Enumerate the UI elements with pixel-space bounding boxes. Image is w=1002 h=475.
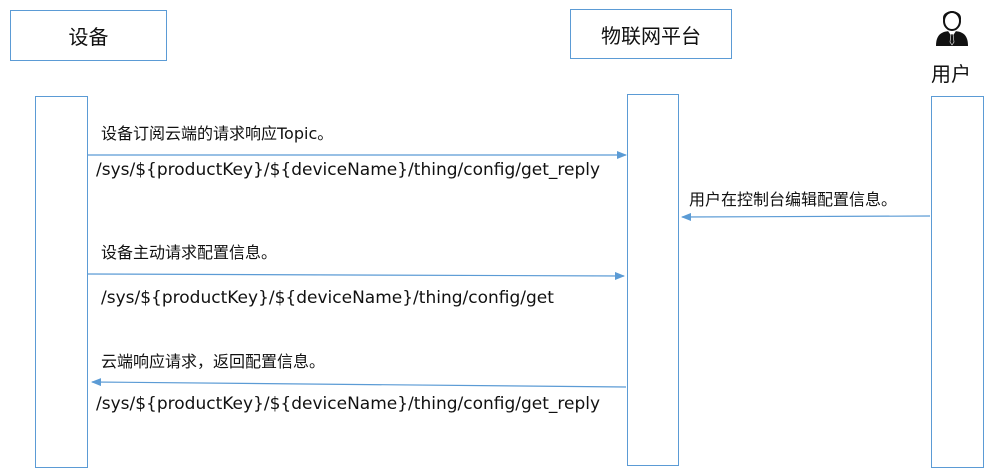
device-header: 设备 — [10, 10, 167, 61]
platform-title: 物联网平台 — [601, 23, 701, 48]
device-lifeline — [35, 96, 88, 468]
user-title: 用户 — [931, 62, 971, 86]
message-3-label: 设备主动请求配置信息。 — [101, 243, 278, 262]
arrow-request-config — [87, 271, 625, 280]
message-2-label: 用户在控制台编辑配置信息。 — [689, 190, 898, 209]
message-3-topic: /sys/${productKey}/${deviceName}/thing/c… — [101, 288, 554, 308]
user-lifeline — [931, 96, 984, 468]
message-4-topic: /sys/${productKey}/${deviceName}/thing/c… — [96, 394, 601, 414]
message-1-topic: /sys/${productKey}/${deviceName}/thing/c… — [96, 160, 601, 180]
arrow-reply-config — [91, 378, 627, 388]
message-1-label: 设备订阅云端的请求响应Topic。 — [101, 124, 334, 143]
message-4-label: 云端响应请求，返回配置信息。 — [101, 352, 326, 371]
device-title: 设备 — [68, 25, 109, 49]
person-icon — [936, 11, 968, 46]
arrow-edit-config — [681, 212, 931, 221]
platform-header: 物联网平台 — [570, 9, 732, 59]
platform-lifeline — [627, 94, 679, 466]
